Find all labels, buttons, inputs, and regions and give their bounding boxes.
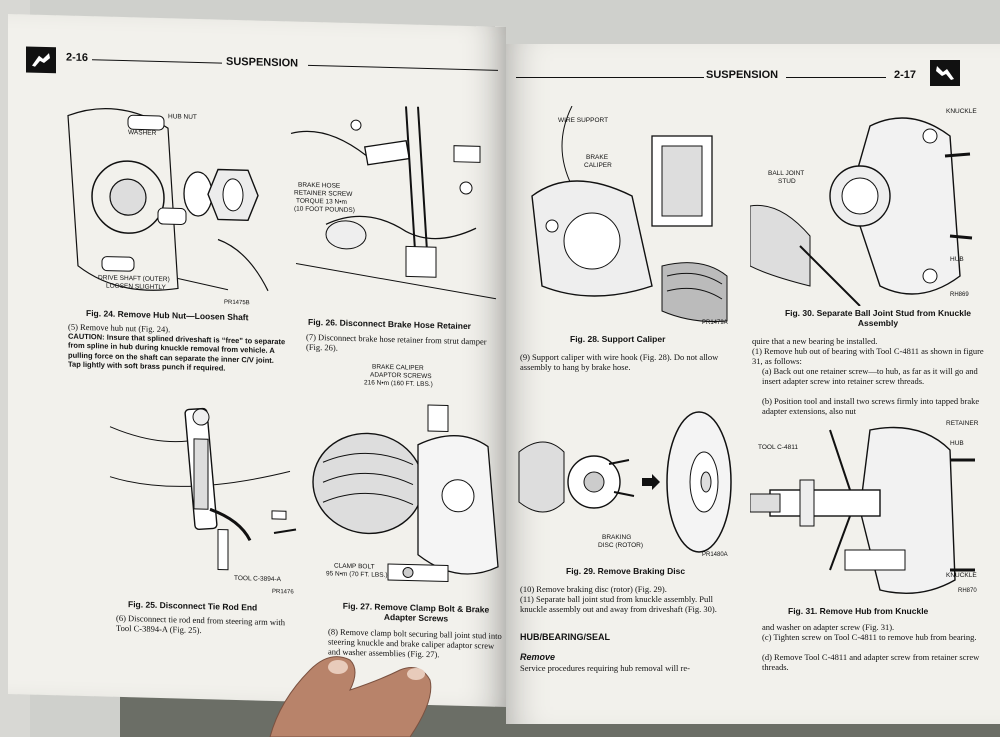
step-rc-text: (c) Tighten screw on Tool C-4811 to remo… (762, 632, 977, 642)
fig24-illustration (67, 107, 269, 292)
fig31-caption: Fig. 31. Remove Hub from Knuckle (788, 606, 929, 616)
fig24-caption: Fig. 24. Remove Hub Nut—Loosen Shaft (86, 308, 249, 323)
fig29-illustration (518, 411, 732, 553)
label-hub-nut: HUB NUT (168, 113, 197, 121)
mechanic-logo-icon (26, 46, 56, 74)
service-text: Service procedures requiring hub removal… (520, 663, 690, 673)
fig24-code: PR1475B (224, 299, 250, 307)
label-wire-support: WIRE SUPPORT (558, 117, 609, 124)
fig31-code: RH870 (958, 588, 977, 594)
label-knuckle: KNUCKLE (946, 572, 977, 579)
label-tool-c4811: TOOL C-4811 (758, 444, 798, 451)
label-knuckle: KNUCKLE (946, 108, 977, 115)
fig29-code: PR1480A (702, 552, 728, 558)
section-title: SUSPENSION (706, 69, 779, 81)
step-6-text: (6) Disconnect tie rod end from steering… (116, 612, 286, 636)
right-page: SUSPENSION 2-17 WIRE SUPPORT BRAKE CALIP… (506, 44, 1000, 724)
label-stud: STUD (778, 178, 796, 185)
step-7-text: (7) Disconnect brake hose retainer from … (306, 331, 487, 353)
label-braking: BRAKING (602, 534, 632, 541)
fig30-illustration (750, 117, 973, 306)
fig27-illustration (312, 404, 499, 583)
label-clamp-bolt: CLAMP BOLT (334, 562, 375, 571)
fig28-code: PR1479A (702, 320, 728, 326)
header-rule (516, 77, 704, 78)
step-11-text: (11) Separate ball joint stud from knuck… (520, 594, 717, 614)
hand-holding-page (269, 656, 432, 737)
caution-text: CAUTION: Insure that splined driveshaft … (68, 331, 286, 373)
label-tool-c3894a: TOOL C-3894-A (234, 574, 281, 584)
fig25-caption: Fig. 25. Disconnect Tie Rod End (128, 599, 258, 613)
step-rb-cont-text: and washer on adapter screw (Fig. 31). (762, 622, 895, 632)
label-retainer: RETAINER (946, 420, 979, 427)
step-r1-text: (1) Remove hub out of bearing with Tool … (752, 346, 984, 366)
fig25-illustration (109, 407, 297, 571)
label-washer: WASHER (128, 129, 157, 137)
left-page: 2-16 SUSPENSION HUB NUT WASHER DRIVE SHA… (8, 14, 506, 708)
fig26-illustration (290, 106, 497, 300)
mechanic-logo-icon (930, 60, 960, 86)
fig28-illustration (531, 106, 728, 323)
step-9-text: (9) Support caliper with wire hook (Fig.… (520, 352, 719, 372)
fig29-caption: Fig. 29. Remove Braking Disc (566, 566, 686, 576)
header-rule (92, 59, 222, 64)
label-brake: BRAKE (586, 154, 609, 161)
section-title: SUSPENSION (226, 55, 299, 70)
step-10-text: (10) Remove braking disc (rotor) (Fig. 2… (520, 584, 667, 594)
page-number: 2-16 (66, 51, 89, 65)
remove-subheading: Remove (520, 652, 556, 662)
label-torque-13: TORQUE 13 N•m (296, 197, 347, 206)
label-ball-joint: BALL JOINT (768, 170, 805, 177)
bearing-text: quire that a new bearing be installed. (752, 336, 878, 346)
fig27-caption: Fig. 27. Remove Clamp Bolt & Brake Adapt… (342, 600, 490, 624)
fig28-caption: Fig. 28. Support Caliper (570, 334, 666, 344)
fig31-illustration (750, 426, 975, 595)
label-disc-rotor: DISC (ROTOR) (598, 542, 644, 549)
fig30-caption: Fig. 30. Separate Ball Joint Stud from K… (784, 308, 972, 328)
fig25-code: PR1476 (272, 588, 294, 596)
label-hub: HUB (950, 440, 964, 447)
fig26-caption: Fig. 26. Disconnect Brake Hose Retainer (308, 316, 471, 332)
label-caliper: CALIPER (584, 162, 612, 169)
fig30-code: RH869 (950, 292, 969, 298)
hub-bearing-seal-heading: HUB/BEARING/SEAL (520, 632, 611, 642)
header-rule (786, 77, 886, 78)
step-rb-text: (b) Position tool and install two screws… (762, 396, 980, 416)
label-hub: HUB (950, 256, 964, 263)
step-rd-text: (d) Remove Tool C-4811 and adapter screw… (762, 652, 980, 672)
step-ra-text: (a) Back out one retainer screw—to hub, … (762, 366, 978, 386)
header-rule (308, 64, 498, 71)
label-brake-hose: BRAKE HOSE (298, 181, 341, 190)
label-brake-caliper: BRAKE CALIPER (372, 363, 424, 372)
page-number: 2-17 (894, 69, 917, 81)
